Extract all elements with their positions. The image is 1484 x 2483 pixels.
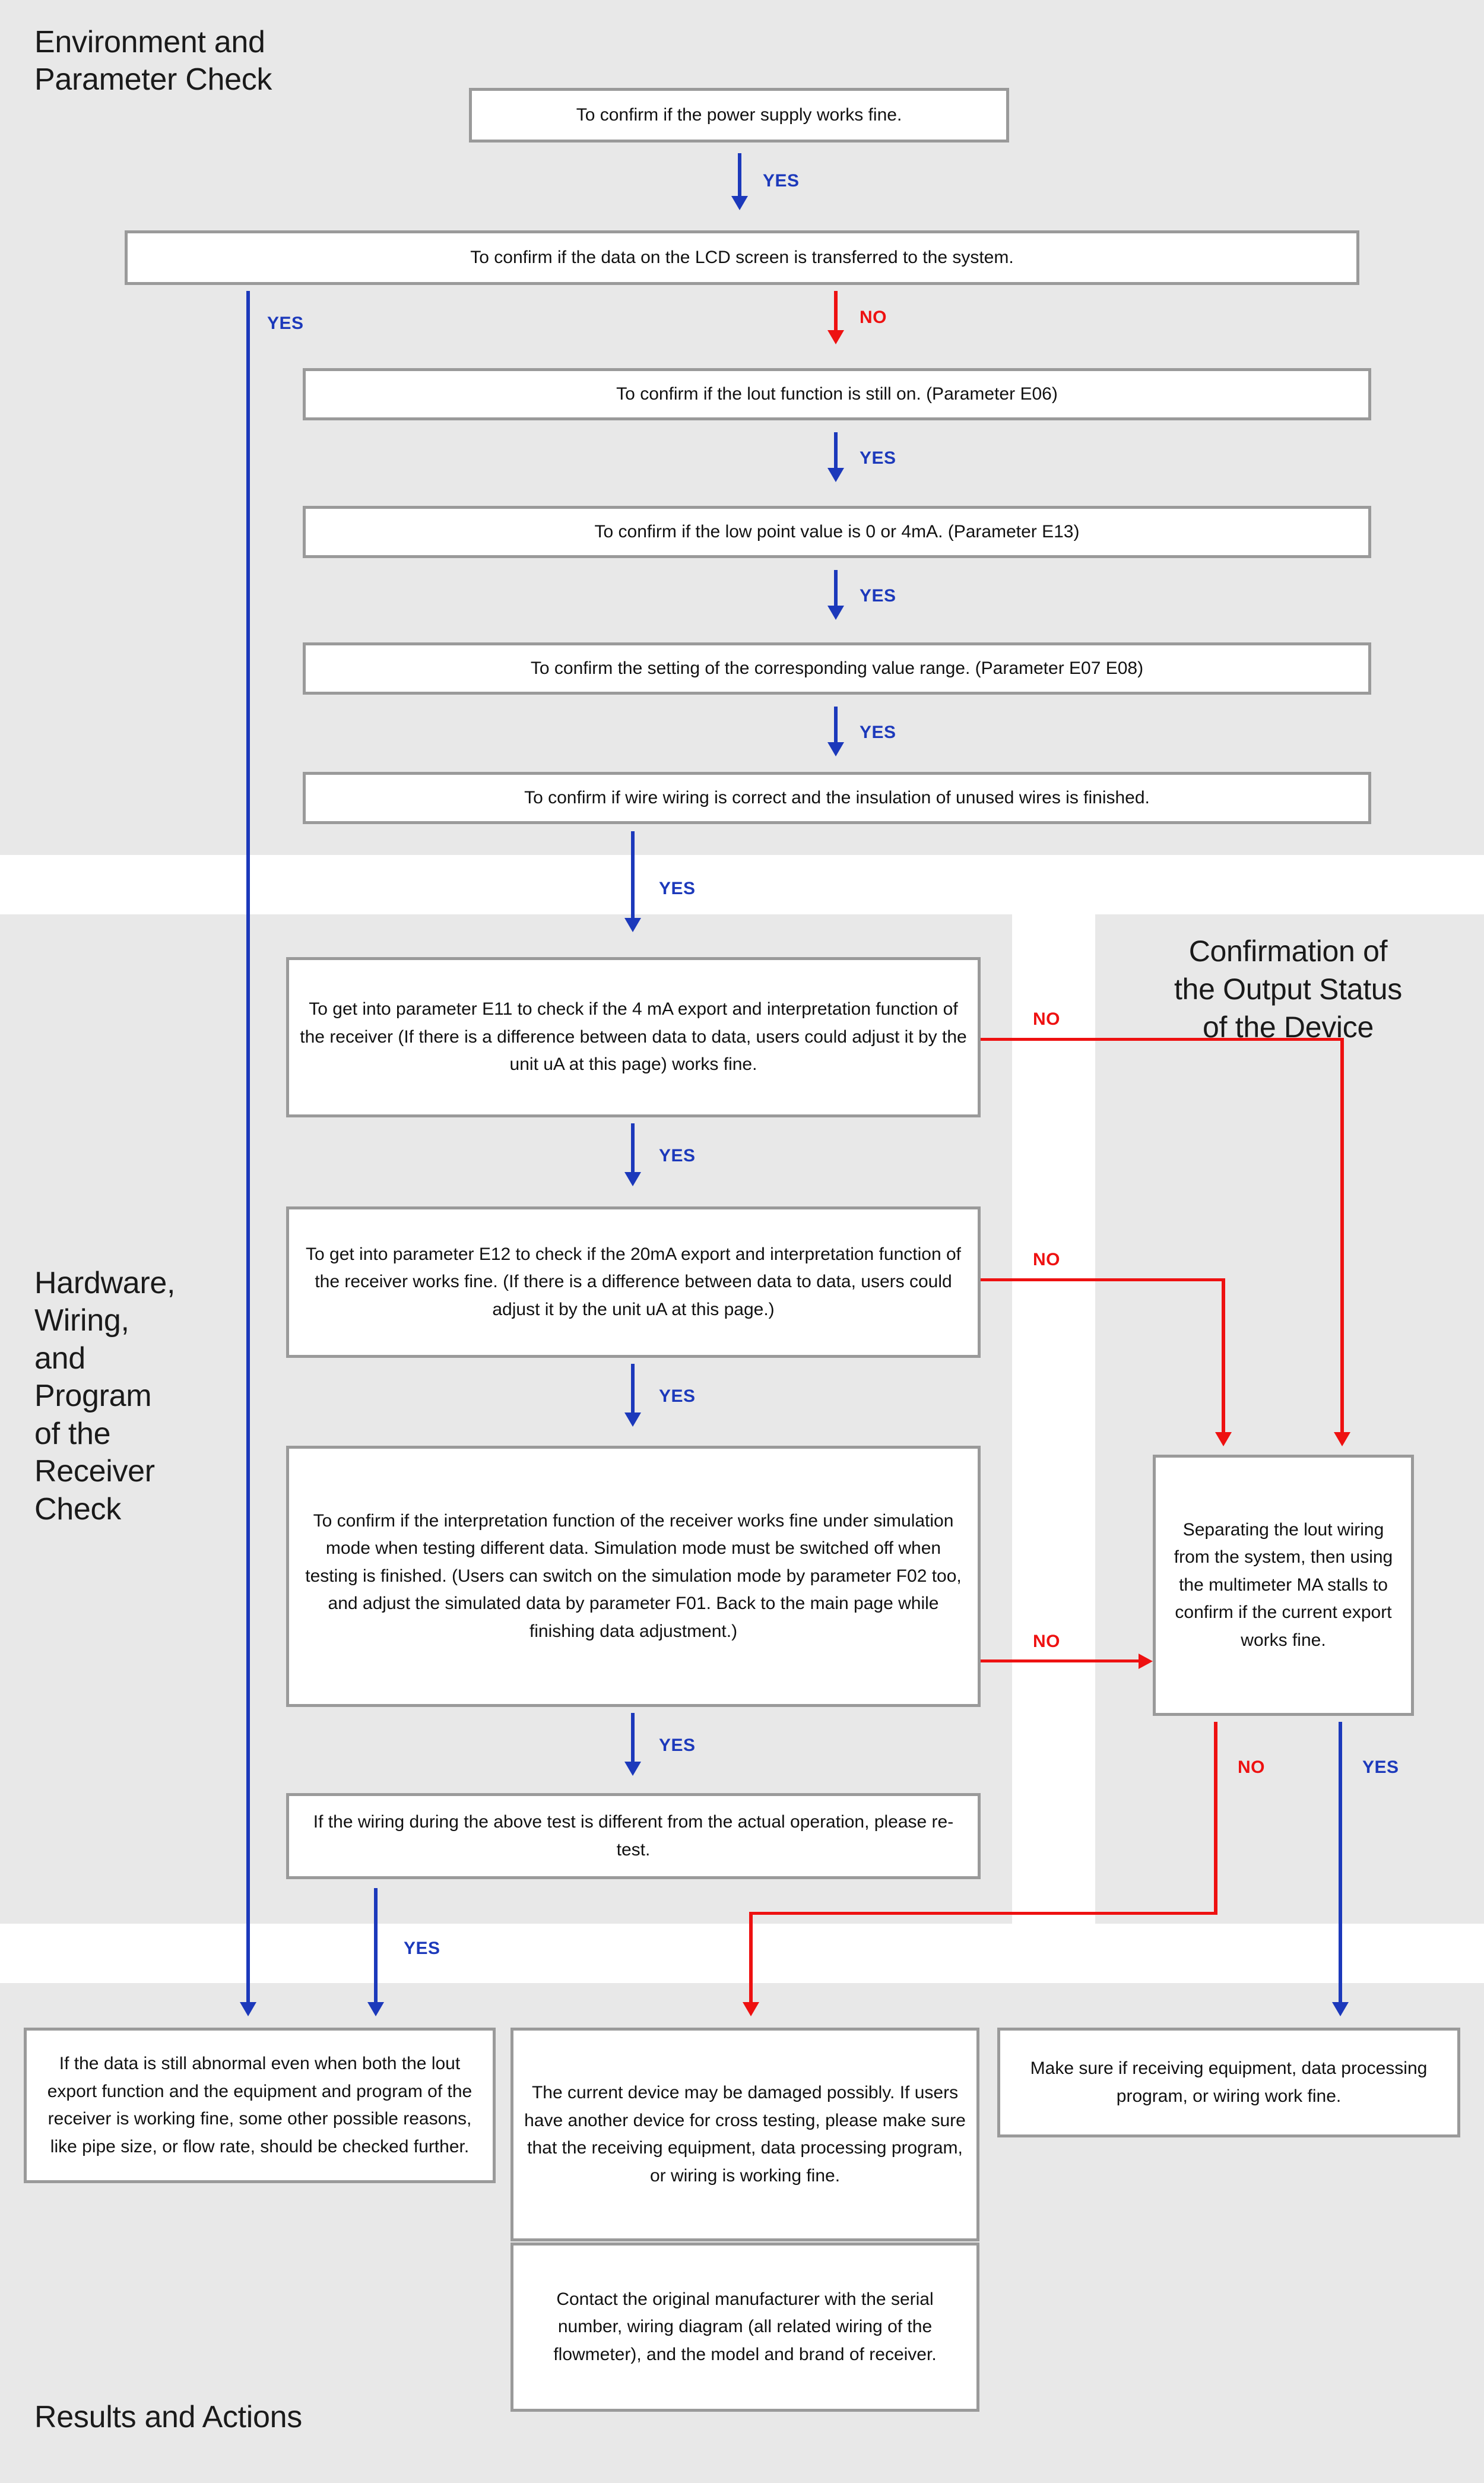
edge-multimeter-no-vline2 (749, 1912, 753, 2007)
box-power-supply[interactable]: To confirm if the power supply works fin… (469, 88, 1009, 142)
box-simulation[interactable]: To confirm if the interpretation functio… (286, 1446, 981, 1707)
edge-retest-to-damaged-arrow (367, 2002, 384, 2016)
box-result-make-sure[interactable]: Make sure if receiving equipment, data p… (997, 2028, 1460, 2137)
box-param-e12[interactable]: To get into parameter E12 to check if th… (286, 1206, 981, 1358)
edge-e12-to-sim-line (631, 1364, 635, 1416)
box-multimeter[interactable]: Separating the lout wiring from the syst… (1153, 1455, 1414, 1716)
edge-wiring-to-e11-line (631, 831, 635, 921)
edge-label-no-multimeter: NO (1238, 1757, 1265, 1777)
edge-label-no-lcd: NO (860, 308, 887, 327)
edge-label-yes-range: YES (860, 723, 896, 742)
edge-e11-no-arrow (1334, 1432, 1350, 1446)
box-iout-on[interactable]: To confirm if the lout function is still… (303, 368, 1371, 420)
edge-e12-no-arrow (1215, 1432, 1232, 1446)
edge-multimeter-yes-vline (1339, 1722, 1342, 2007)
edge-e11-to-e12-line (631, 1123, 635, 1176)
edge-e12-no-hline (981, 1278, 1225, 1281)
edge-e11-no-vline (1340, 1038, 1344, 1436)
edge-label-yes-iout: YES (860, 448, 896, 468)
edge-wiring-to-e11-arrow (624, 918, 641, 932)
box-wire-wiring[interactable]: To confirm if wire wiring is correct and… (303, 772, 1371, 824)
box-low-point[interactable]: To confirm if the low point value is 0 o… (303, 506, 1371, 558)
edge-label-yes-e12: YES (659, 1386, 696, 1406)
box-result-other-reasons[interactable]: If the data is still abnormal even when … (24, 2028, 496, 2183)
edge-label-yes-power: YES (763, 171, 800, 191)
edge-multimeter-yes-arrow (1332, 2002, 1349, 2016)
edge-sim-no-arrow (1139, 1654, 1153, 1669)
edge-multimeter-no-arrow (743, 2002, 759, 2016)
edge-retest-to-damaged-main (374, 1888, 378, 2007)
edge-lowpoint-to-range-line (834, 570, 838, 609)
edge-lcd-no-arrow (827, 330, 844, 344)
band-output-right (1095, 914, 1484, 1924)
box-retest[interactable]: If the wiring during the above test is d… (286, 1793, 981, 1879)
edge-iout-to-lowpoint-arrow (827, 468, 844, 482)
edge-label-yes-retest: YES (404, 1939, 440, 1958)
edge-label-yes-multimeter: YES (1362, 1757, 1399, 1777)
box-lcd-transfer[interactable]: To confirm if the data on the LCD screen… (125, 230, 1359, 285)
edge-sim-no-hline (981, 1659, 1141, 1662)
edge-multimeter-no-hline (749, 1912, 1217, 1915)
edge-label-no-sim: NO (1033, 1632, 1060, 1651)
edge-lcd-yes-long-line (246, 291, 250, 2007)
edge-power-to-lcd-arrow (731, 196, 748, 210)
edge-lowpoint-to-range-arrow (827, 606, 844, 620)
edge-lcd-no-line (834, 291, 838, 334)
edge-label-yes-sim: YES (659, 1735, 696, 1755)
edge-e12-to-sim-arrow (624, 1412, 641, 1427)
edge-range-to-wiring-line (834, 707, 838, 746)
section-title-hardware: Hardware, Wiring, and Program of the Rec… (34, 1266, 176, 1526)
edge-sim-to-retest-line (631, 1713, 635, 1765)
edge-lcd-yes-long-arrow (240, 2002, 256, 2016)
edge-label-yes-lcd: YES (267, 313, 304, 333)
edge-iout-to-lowpoint-line (834, 432, 838, 471)
box-result-contact[interactable]: Contact the original manufacturer with t… (510, 2243, 979, 2412)
section-title-environment: Environment and Parameter Check (34, 25, 272, 97)
section-title-output: Confirmation of the Output Status of the… (1174, 935, 1403, 1044)
edge-label-yes-e11: YES (659, 1146, 696, 1166)
section-title-results: Results and Actions (34, 2400, 303, 2434)
box-result-damaged[interactable]: The current device may be damaged possib… (510, 2028, 979, 2241)
edge-label-no-e12: NO (1033, 1250, 1060, 1269)
edge-power-to-lcd-line (738, 153, 741, 199)
edge-e11-to-e12-arrow (624, 1172, 641, 1186)
edge-multimeter-no-vline (1214, 1722, 1217, 1915)
edge-label-yes-wiring: YES (659, 879, 696, 898)
edge-sim-to-retest-arrow (624, 1762, 641, 1776)
edge-range-to-wiring-arrow (827, 742, 844, 756)
edge-e12-no-vline (1222, 1278, 1225, 1436)
box-param-e11[interactable]: To get into parameter E11 to check if th… (286, 957, 981, 1117)
edge-label-yes-lowpoint: YES (860, 586, 896, 606)
box-value-range[interactable]: To confirm the setting of the correspond… (303, 642, 1371, 695)
edge-label-no-e11: NO (1033, 1009, 1060, 1029)
edge-e11-no-hline (981, 1038, 1344, 1041)
